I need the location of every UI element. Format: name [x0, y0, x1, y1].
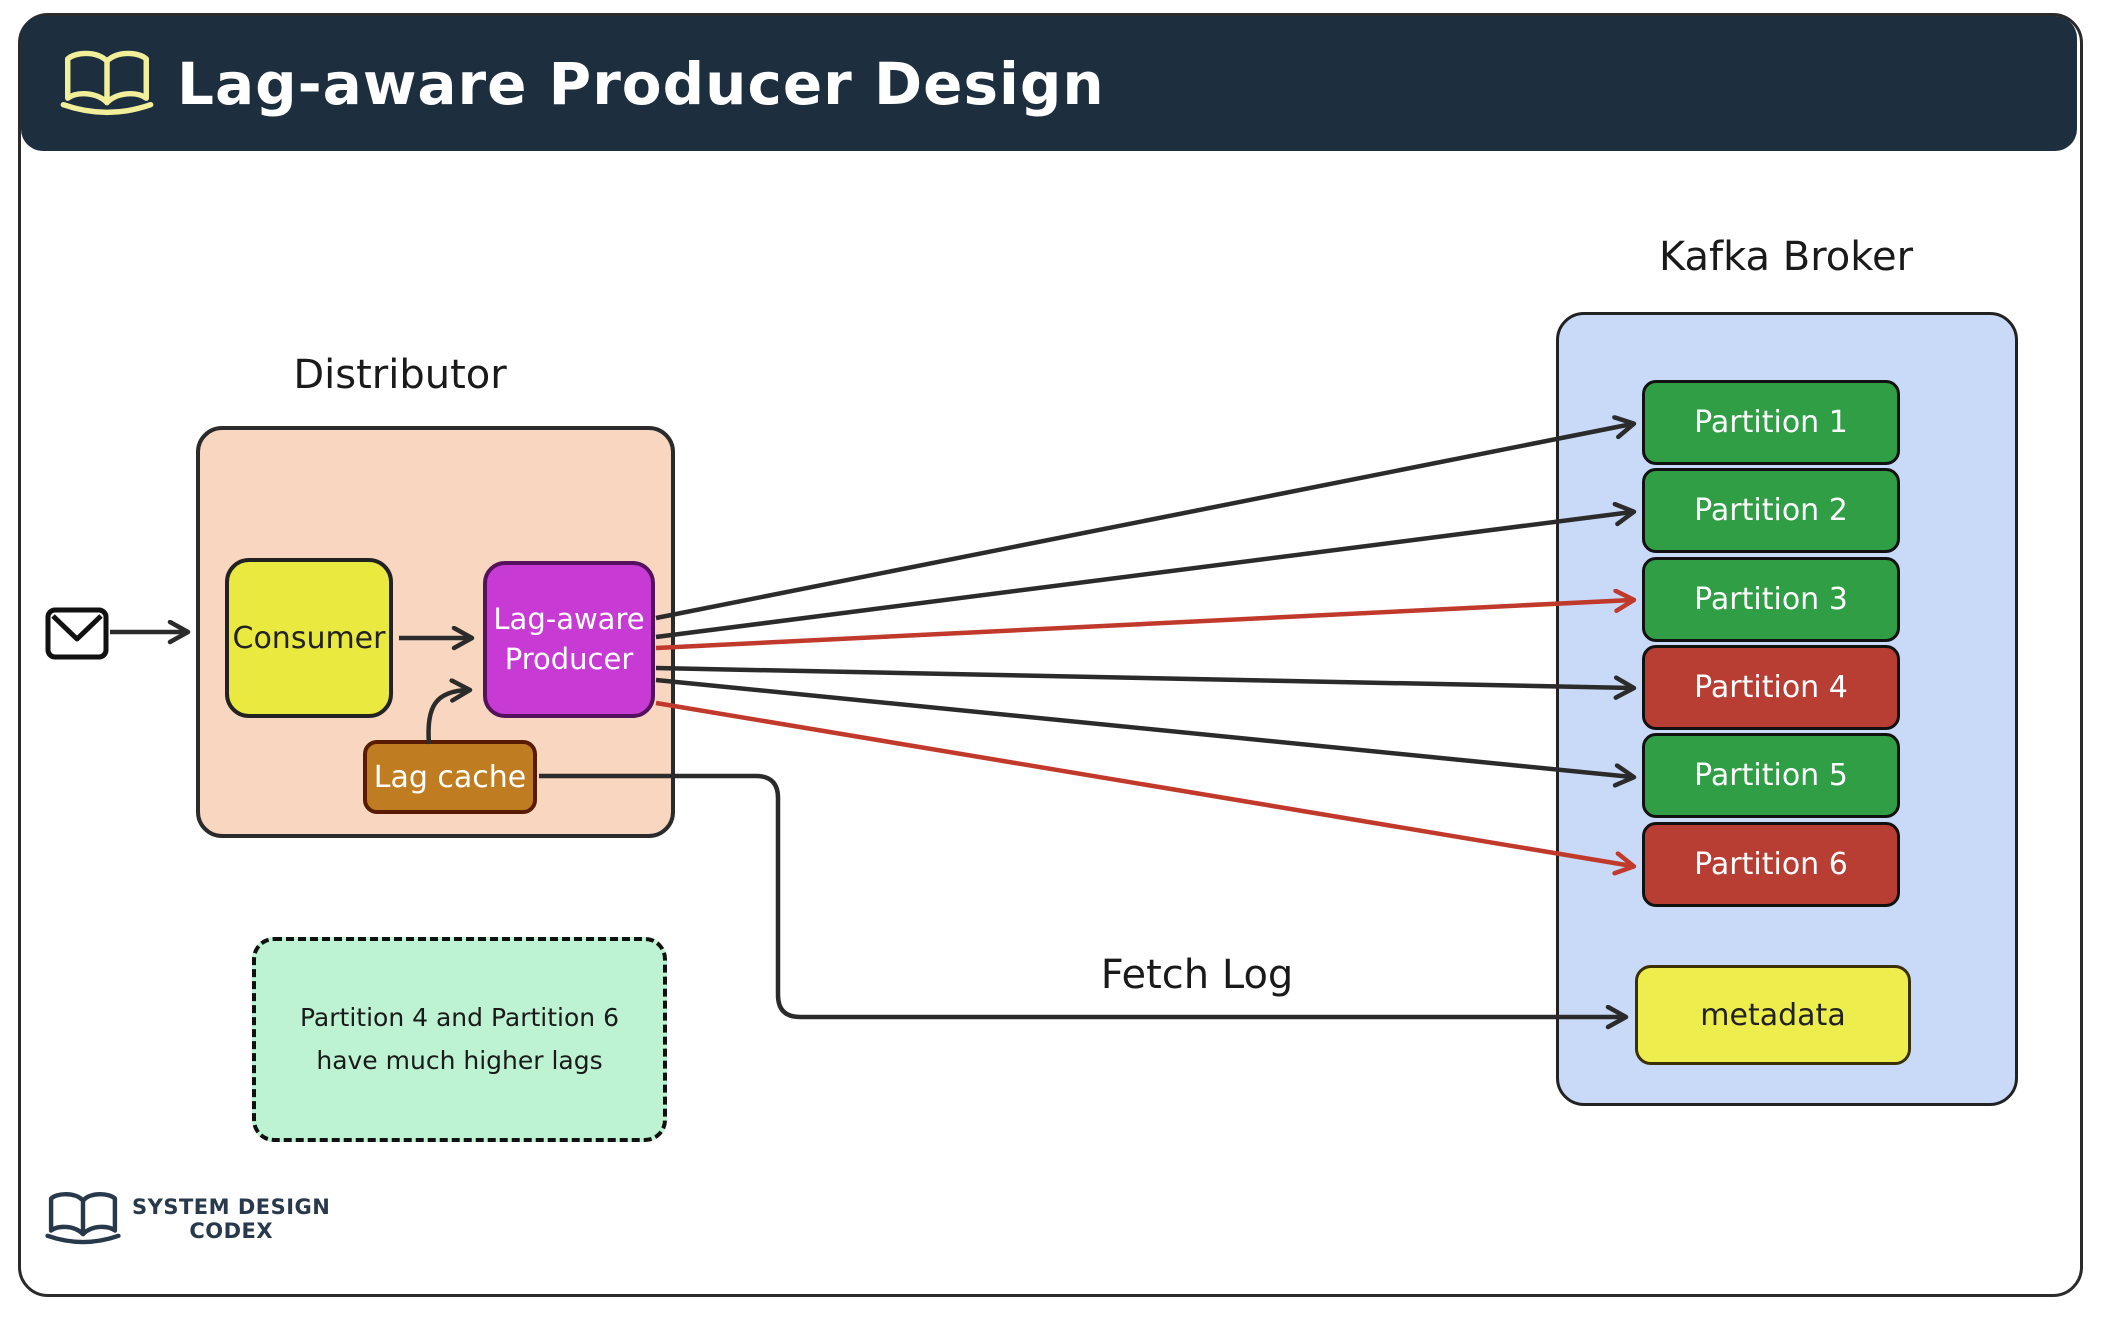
partition-1-label: Partition 1: [1694, 405, 1848, 440]
partition-6-node: Partition 6: [1642, 822, 1900, 907]
kafka-broker-title: Kafka Broker: [1658, 234, 1914, 280]
page-title: Lag-aware Producer Design: [177, 49, 1105, 118]
lag-cache-label: Lag cache: [373, 759, 527, 795]
partition-3-label: Partition 3: [1694, 582, 1848, 617]
partition-2-label: Partition 2: [1694, 493, 1848, 528]
fetch-log-label: Fetch Log: [1100, 952, 1294, 998]
producer-label-line1: Lag-aware: [493, 602, 645, 637]
open-book-icon: [60, 50, 154, 115]
logo-line2: CODEX: [189, 1219, 274, 1243]
lag-note: Partition 4 and Partition 6 have much hi…: [252, 937, 667, 1142]
consumer-label: Consumer: [232, 620, 386, 656]
partition-3-node: Partition 3: [1642, 557, 1900, 642]
lag-note-line2: have much higher lags: [316, 1045, 603, 1075]
metadata-node: metadata: [1635, 965, 1911, 1065]
logo-text: SYSTEM DESIGN CODEX: [132, 1195, 330, 1243]
consumer-node: Consumer: [225, 558, 393, 718]
lag-cache-node: Lag cache: [363, 740, 537, 814]
distributor-title: Distributor: [293, 352, 507, 398]
partition-5-label: Partition 5: [1694, 758, 1848, 793]
partition-1-node: Partition 1: [1642, 380, 1900, 465]
metadata-label: metadata: [1700, 997, 1846, 1033]
lag-aware-producer-node: Lag-aware Producer: [483, 561, 655, 718]
partition-4-node: Partition 4: [1642, 645, 1900, 730]
header-bar: Lag-aware Producer Design: [21, 16, 2077, 151]
logo-line1: SYSTEM DESIGN: [132, 1194, 331, 1219]
producer-label-line2: Producer: [504, 641, 634, 676]
partition-4-label: Partition 4: [1694, 670, 1848, 705]
partition-2-node: Partition 2: [1642, 468, 1900, 553]
partition-5-node: Partition 5: [1642, 733, 1900, 818]
partition-6-label: Partition 6: [1694, 847, 1848, 882]
logo-book-icon: [45, 1191, 121, 1245]
system-design-codex-logo: SYSTEM DESIGN CODEX: [44, 1186, 330, 1252]
lag-note-line1: Partition 4 and Partition 6: [299, 1003, 619, 1032]
